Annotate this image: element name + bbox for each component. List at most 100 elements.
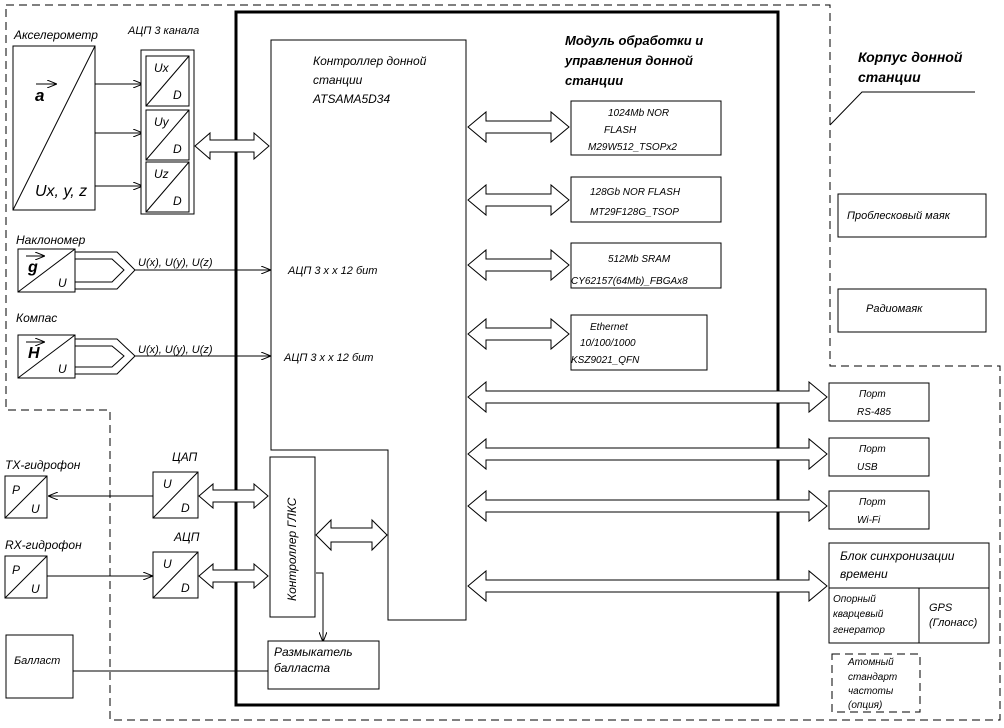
- radio-beacon-label: Радиомаяк: [866, 303, 923, 315]
- bus-arrow-port-1: [467, 437, 828, 471]
- port-wifi: [828, 490, 930, 530]
- compass-unit: U: [58, 362, 67, 376]
- controller-name-3: ATSAMA5D34: [312, 92, 390, 106]
- adc-channel-x-bottom: D: [173, 88, 182, 102]
- compass-symbol: H: [28, 345, 40, 362]
- inclinometer-unit: U: [58, 276, 67, 290]
- bus-arrow-sync: [467, 569, 828, 603]
- sync-osc-1: Опорный: [833, 594, 876, 605]
- tx-top: P: [12, 483, 20, 497]
- glaks-controller-block: [269, 456, 316, 618]
- memory-1-line-0: 128Gb NOR FLASH: [590, 187, 681, 198]
- inclinometer-signal-arrow: [74, 251, 136, 290]
- processing-module-frame: [234, 10, 780, 707]
- memory-nor-flash-128: [570, 176, 722, 223]
- ballast-block: [5, 634, 74, 699]
- port-2-line-2: Wi-Fi: [857, 515, 881, 526]
- accelerometer-label: Акселерометр: [13, 28, 98, 42]
- bus-arrow-memory-3: [467, 317, 570, 351]
- compass-label: Компас: [16, 311, 57, 325]
- inclinometer-label: Наклономер: [16, 233, 86, 247]
- rx-bottom: U: [31, 582, 40, 596]
- atomic-clock-block: [831, 653, 921, 713]
- compass-signals: U(x), U(y), U(z): [138, 344, 213, 356]
- memory-2-line-0: 512Mb SRAM: [608, 254, 671, 265]
- bus-arrow-port-0: [467, 380, 828, 414]
- housing-title-2: станции: [858, 69, 921, 85]
- bus-arrow-memory-1: [467, 183, 570, 217]
- bus-arrow-port-2: [467, 489, 828, 523]
- glaks-label: Контроллер ГЛКС: [285, 497, 299, 601]
- ballast-label: Балласт: [14, 655, 60, 667]
- sync-osc-3: генератор: [833, 625, 885, 636]
- flash-beacon-block: [837, 193, 987, 238]
- sync-title-1: Блок синхронизации: [840, 549, 955, 563]
- sync-osc-2: кварцевый: [833, 609, 884, 620]
- controller-adc-compass: АЦП 3 х х 12 бит: [283, 352, 373, 364]
- bus-arrow-adc-rx: [198, 562, 269, 590]
- module-title-2: управления донной: [564, 53, 693, 68]
- inclinometer-signals: U(x), U(y), U(z): [138, 257, 213, 269]
- memory-ethernet: [570, 314, 708, 371]
- bus-arrow-adc3: [194, 131, 270, 161]
- release-label-2: балласта: [274, 661, 330, 675]
- memory-1-line-1: MT29F128G_TSOP: [590, 207, 679, 218]
- adc-rx-top: U: [163, 557, 172, 571]
- memory-sram: [570, 242, 722, 289]
- controller-name-1: Контроллер донной: [313, 54, 427, 68]
- compass-signal-arrow: [74, 338, 136, 375]
- port-rs485: [828, 382, 930, 422]
- port-1-line-1: Порт: [859, 444, 886, 455]
- adc-channel-y-bottom: D: [173, 142, 182, 156]
- controller-block: [270, 39, 467, 621]
- memory-0-line-0: 1024Mb NOR: [608, 108, 669, 119]
- housing-leader-line: [829, 91, 975, 126]
- port-1-line-2: USB: [857, 462, 878, 473]
- module-title-3: станции: [565, 73, 623, 88]
- time-sync-block: [828, 542, 990, 644]
- memory-0-line-1: FLASH: [604, 125, 637, 136]
- bus-arrow-memory-2: [467, 248, 570, 282]
- bus-arrow-glaks: [315, 518, 388, 552]
- atomic-1: Атомный: [847, 657, 894, 668]
- controller-adc-inclinometer: АЦП 3 х х 12 бит: [287, 265, 377, 277]
- flash-beacon-label: Проблесковый маяк: [847, 210, 951, 222]
- port-0-line-2: RS-485: [857, 407, 891, 418]
- adc-rx-bottom: D: [181, 581, 190, 595]
- atomic-2: стандарт: [848, 672, 897, 683]
- adc-channel-y-top: Uy: [154, 115, 170, 129]
- controller-name-2: станции: [313, 73, 363, 87]
- adc-channel-z-bottom: D: [173, 194, 182, 208]
- sync-title-2: времени: [840, 567, 888, 581]
- module-title-1: Модуль обработки и: [565, 33, 703, 48]
- port-0-line-1: Порт: [859, 389, 886, 400]
- sync-gps-1: GPS: [929, 602, 953, 614]
- adc-rx-label: АЦП: [173, 530, 200, 544]
- adc-channel-z-top: Uz: [154, 167, 169, 181]
- inclinometer-symbol: g: [27, 259, 38, 276]
- adc3-label: АЦП 3 канала: [127, 25, 199, 37]
- dac-bottom: D: [181, 501, 190, 515]
- housing-outline: [5, 4, 1001, 721]
- memory-3-line-2: KSZ9021_QFN: [571, 355, 640, 366]
- port-usb: [828, 437, 930, 477]
- rx-top: P: [12, 563, 20, 577]
- glaks-release-line: [316, 572, 324, 636]
- memory-0-line-2: M29W512_TSOPx2: [588, 142, 677, 153]
- bus-arrow-dac: [198, 482, 269, 510]
- tx-label: TX-гидрофон: [5, 458, 81, 472]
- adc-channel-x-top: Ux: [154, 61, 170, 75]
- accelerometer-symbol: a: [35, 86, 44, 105]
- tx-bottom: U: [31, 502, 40, 516]
- sync-gps-2: (Глонасс): [929, 617, 978, 629]
- port-2-line-1: Порт: [859, 497, 886, 508]
- ballast-release-block: [267, 640, 380, 690]
- dac-top: U: [163, 477, 172, 491]
- release-label-1: Размыкатель: [274, 645, 353, 659]
- accelerometer-output: Ux, y, z: [35, 183, 87, 200]
- radio-beacon-block: [837, 288, 987, 333]
- rx-label: RX-гидрофон: [5, 538, 82, 552]
- dac-label: ЦАП: [172, 450, 197, 464]
